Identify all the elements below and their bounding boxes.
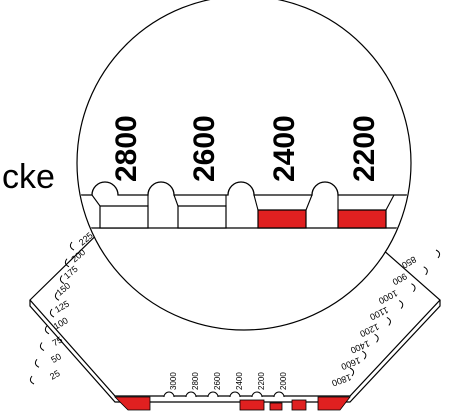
- left-notch: [69, 241, 75, 251]
- bottom-label-2400: 2400: [235, 372, 244, 390]
- right-notch: [423, 266, 428, 276]
- zoom-label-3: 2400: [268, 115, 301, 182]
- left-edge-notches: [29, 241, 75, 385]
- bottom-labels: 3000 2800 2600 2400 2200 2000: [169, 372, 288, 390]
- left-notch: [59, 275, 65, 284]
- right-notch: [411, 283, 416, 293]
- right-notch: [398, 300, 404, 309]
- bottom-label-2000: 2000: [279, 372, 288, 390]
- left-label-50: 50: [49, 351, 63, 365]
- zoom-connector: [305, 194, 313, 211]
- zoom-connector: [91, 194, 101, 207]
- zoom-step-1: [99, 205, 149, 229]
- bottom-label-2200: 2200: [257, 372, 266, 390]
- magnifier-circle: [76, 0, 412, 331]
- left-label-25: 25: [48, 368, 62, 382]
- bottom-notch: [185, 391, 197, 398]
- bottom-label-2800: 2800: [191, 372, 200, 390]
- bottom-edge-notches: [163, 391, 285, 398]
- zoom-label-4: 2200: [348, 115, 381, 182]
- left-notch: [29, 375, 35, 385]
- zoom-step-4-highlighted: [337, 209, 387, 229]
- gauge-plate-edge: [29, 300, 441, 403]
- right-notch: [349, 367, 355, 377]
- bottom-red-mark-3: [291, 399, 307, 411]
- bottom-red-band-right: [317, 396, 351, 411]
- zoom-label-2: 2600: [188, 115, 221, 182]
- left-label-75: 75: [51, 335, 65, 349]
- left-notch: [39, 342, 45, 351]
- bottom-label-2600: 2600: [213, 372, 222, 390]
- left-notch: [49, 308, 55, 318]
- zoom-connector: [385, 194, 395, 211]
- bottom-red-mark-1: [239, 399, 265, 411]
- zoom-connector: [253, 194, 259, 211]
- right-edge-notches: [349, 249, 441, 377]
- right-notch: [435, 249, 441, 259]
- bottom-notch: [273, 391, 285, 398]
- right-notch: [386, 316, 391, 326]
- bottom-red-mark-2: [269, 402, 283, 411]
- left-notch: [54, 291, 60, 301]
- caption-fragment: cke: [2, 158, 55, 196]
- bottom-notch: [251, 391, 263, 398]
- left-notch: [64, 258, 70, 268]
- zoom-view: 2800 2600 2400 2200: [78, 115, 410, 229]
- zoom-step-2: [177, 205, 227, 229]
- right-notch: [362, 350, 367, 360]
- left-notch: [44, 325, 50, 335]
- zoom-label-1: 2800: [110, 115, 143, 182]
- bottom-notch: [207, 391, 219, 398]
- bottom-notch: [229, 391, 241, 398]
- bottom-label-3000: 3000: [169, 372, 178, 390]
- zoom-step-3-highlighted: [257, 209, 307, 229]
- right-notch: [374, 333, 379, 343]
- bottom-notch: [163, 391, 175, 398]
- left-notch: [34, 358, 40, 368]
- zoom-connector: [173, 194, 179, 207]
- bottom-red-band: [114, 396, 151, 411]
- zoom-edge-profile: [78, 181, 410, 196]
